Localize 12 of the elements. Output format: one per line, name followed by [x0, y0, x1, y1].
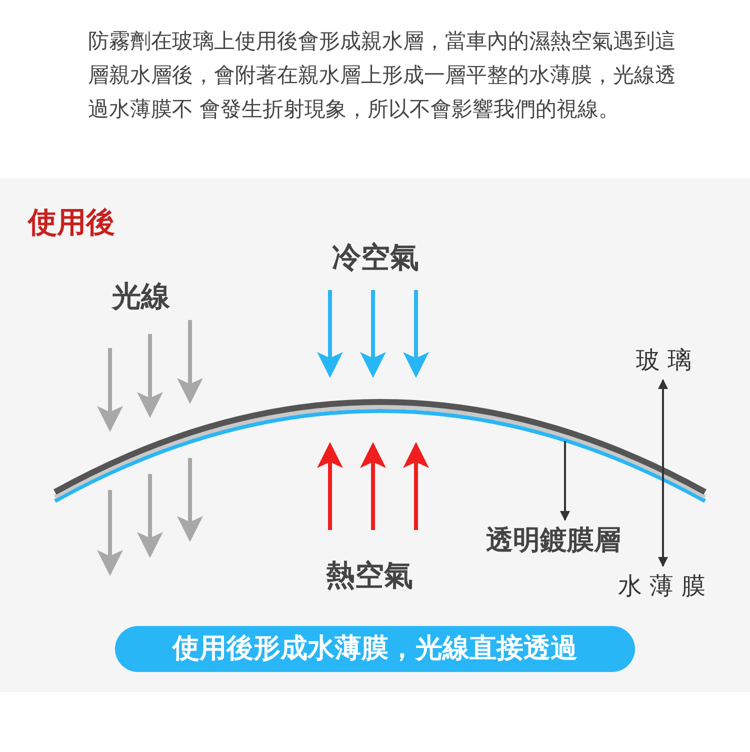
- part-label: 水 薄 膜: [618, 570, 706, 602]
- part-label: 透明鍍膜層: [486, 522, 621, 558]
- part-label: 玻 璃: [636, 344, 692, 376]
- caption-banner: 使用後形成水薄膜，光線直接透過: [115, 626, 635, 672]
- air-label: 冷空氣: [332, 239, 419, 276]
- intro-paragraph: 防霧劑在玻璃上使用後會形成親水層，當車內的濕熱空氣遇到這層親水層後，會附著在親水層上形成一層平整的水薄膜，光線透過水薄膜不 會發生折射現象，所以不會影響我們的視線。: [88, 28, 677, 123]
- light-label: 光線: [112, 278, 170, 315]
- air-label: 熱空氣: [326, 557, 413, 594]
- panel-heading: 使用後: [28, 204, 115, 241]
- glass-layers-drawing: [54, 399, 706, 503]
- leader-line: [658, 379, 668, 567]
- leader-line: [560, 441, 570, 521]
